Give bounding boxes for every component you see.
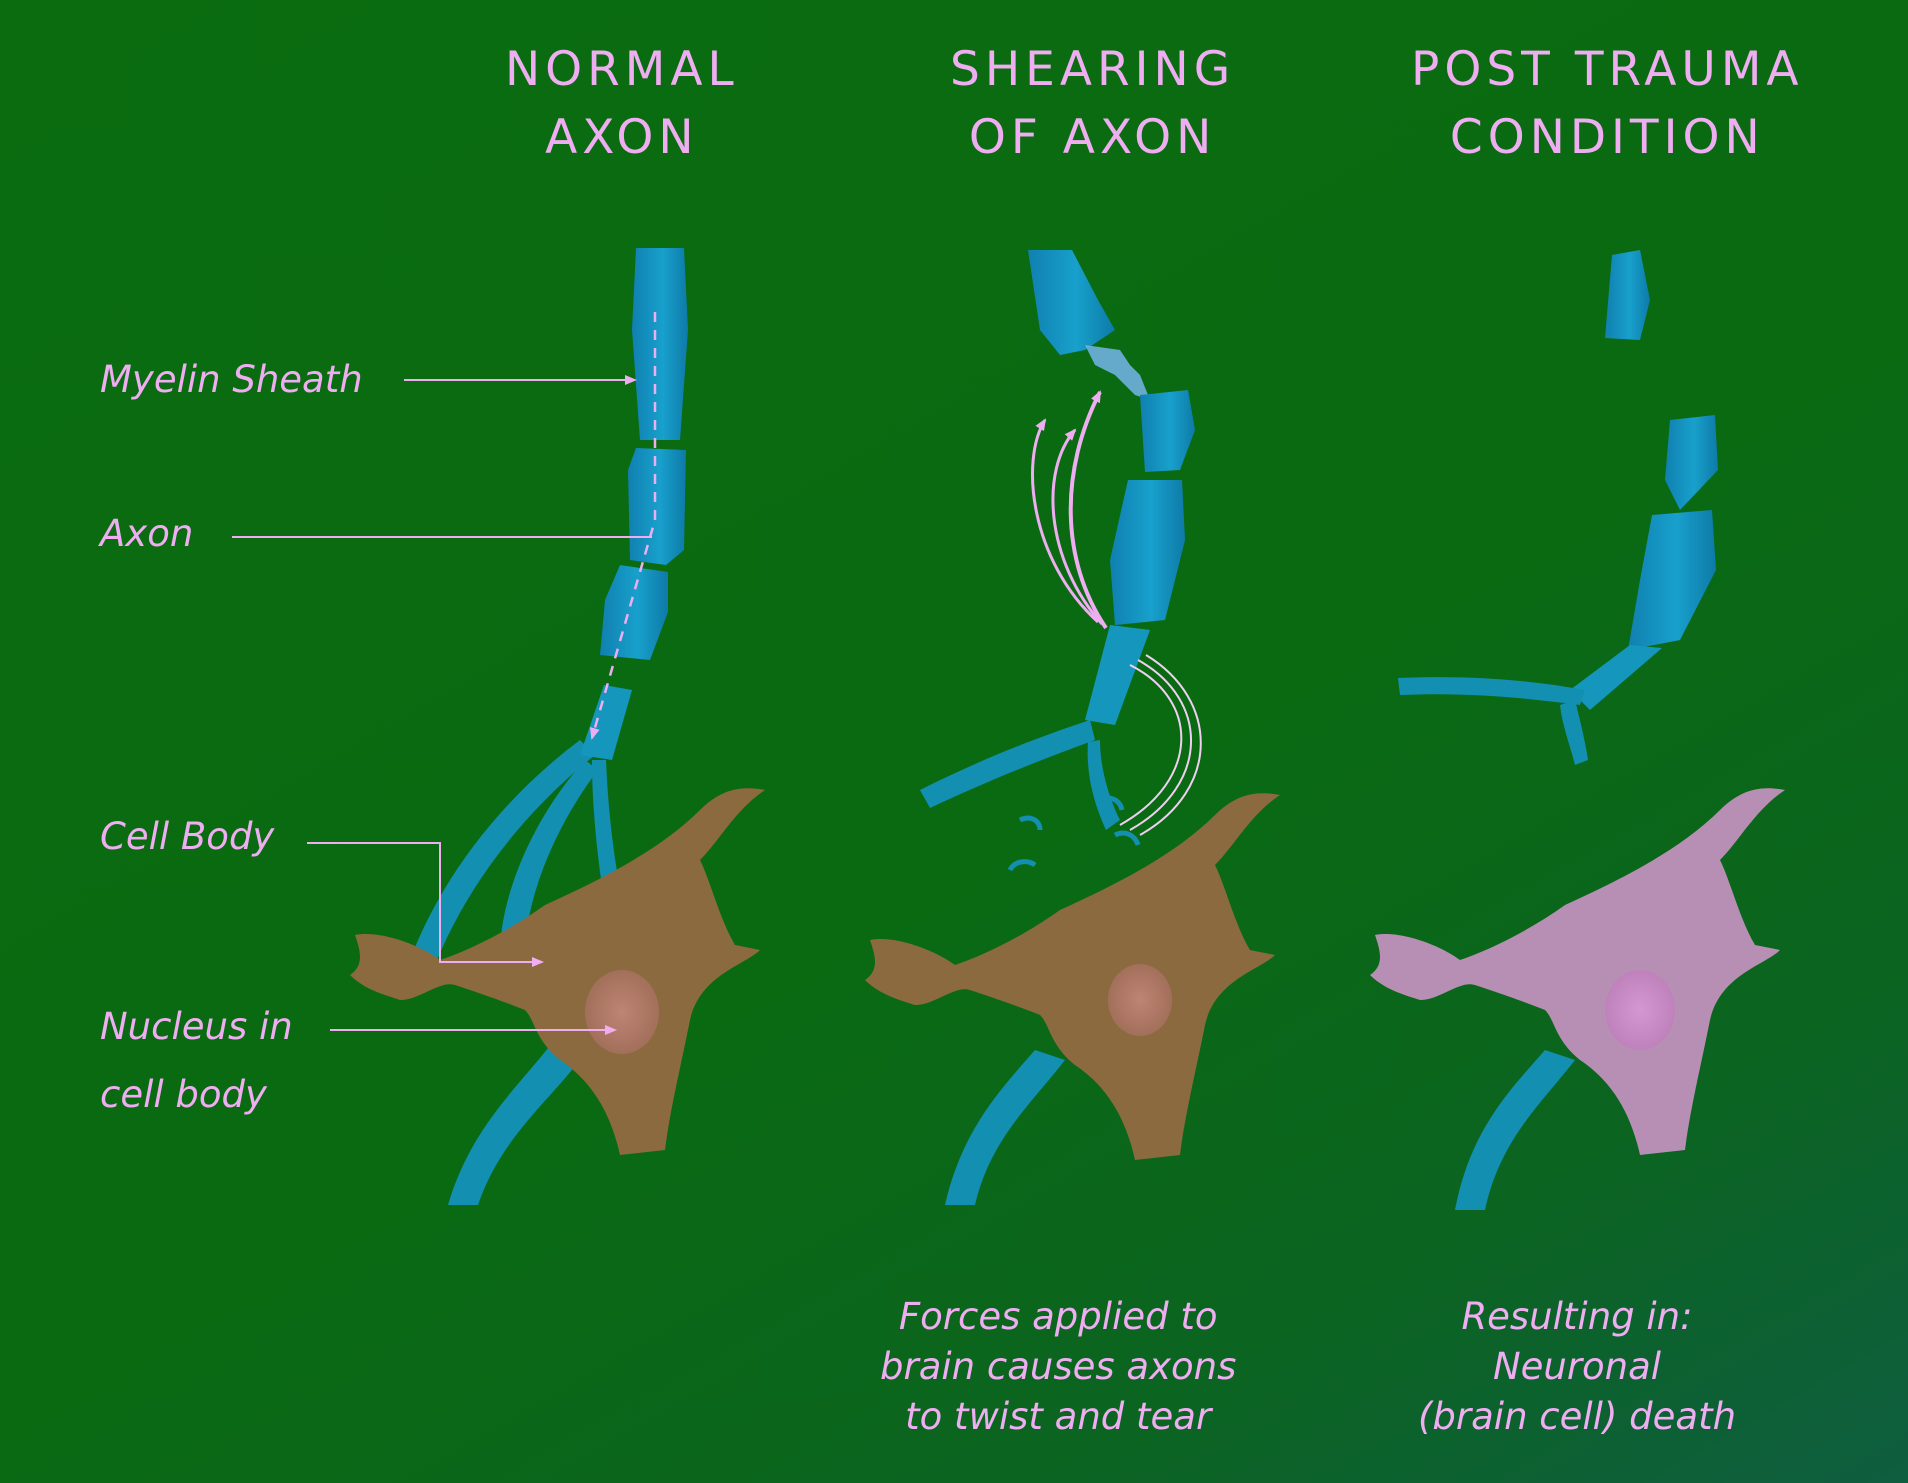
normal-myelin-segment-2 [628,448,686,565]
caption-line: Neuronal [1492,1345,1662,1388]
post-trauma-illustration [1370,250,1785,1210]
normal-axon-stem [580,685,632,760]
heading-line: POST TRAUMA [1411,42,1804,97]
force-arrow-3 [1068,390,1108,630]
normal-lower-process [448,1048,580,1205]
shearing-nucleus [1108,964,1172,1036]
shearing-lower-process [945,1050,1065,1205]
force-arrow-2 [1051,428,1104,625]
caption-line: to twist and tear [905,1395,1212,1438]
normal-nucleus [585,970,659,1054]
post-nucleus [1605,970,1675,1050]
force-swirl-1 [1119,664,1183,826]
post-myelin-middle [1665,415,1718,510]
shearing-myelin-middle [1140,390,1195,472]
shearing-myelin-upper [1028,250,1115,355]
heading-normal-axon: NORMAL AXON [505,36,739,172]
normal-axon-branch-right [592,760,622,900]
post-myelin-upper [1605,250,1650,340]
caption-line: brain causes axons [880,1345,1237,1388]
caption-line: Resulting in: [1461,1295,1693,1338]
label-line: cell body [100,1073,267,1116]
shearing-fragment-4 [1113,830,1141,846]
heading-line: OF AXON [968,110,1217,165]
normal-axon-branch-left [410,740,595,965]
normal-axon-branch-mid [500,760,598,945]
heading-line: CONDITION [1449,110,1765,165]
post-myelin-lower [1628,510,1716,650]
normal-myelin-segment-1 [632,248,688,440]
heading-post-trauma-condition: POST TRAUMA CONDITION [1411,36,1804,172]
heading-line: NORMAL [505,42,739,97]
post-lower-process [1455,1050,1575,1210]
shearing-tear-fibers [1085,345,1150,400]
shearing-fragment-1 [1018,815,1043,831]
force-arrow-1 [1031,418,1100,624]
shearing-fragment-2 [1007,859,1037,872]
heading-shearing-of-axon: SHEARING OF AXON [950,36,1235,172]
label-line: Nucleus in [100,1005,293,1048]
normal-signal-arrow [589,312,657,740]
post-dead-cell-body [1370,788,1785,1155]
caption-post-trauma: Resulting in: Neuronal (brain cell) deat… [1418,1292,1736,1442]
post-branch-right [1560,700,1588,765]
shearing-axon-illustration [865,250,1280,1205]
label-axon: Axon [100,512,194,555]
force-swirl-2 [1129,659,1192,831]
caption-line: Forces applied to [898,1295,1218,1338]
shearing-branch-right [1087,740,1120,830]
normal-axon-illustration [232,248,765,1205]
post-axon-stem [1570,645,1662,710]
shearing-myelin-lower [1110,480,1185,625]
caption-shearing: Forces applied to brain causes axons to … [880,1292,1236,1442]
post-branch-left [1398,677,1585,705]
label-nucleus: Nucleus in cell body [100,993,293,1129]
normal-cell-body [350,788,765,1155]
label-cell-body: Cell Body [100,815,275,858]
force-swirl-3 [1139,654,1202,836]
caption-line: (brain cell) death [1418,1395,1737,1438]
label-myelin-sheath: Myelin Sheath [100,358,363,401]
heading-line: AXON [545,110,699,165]
normal-myelin-segment-3 [600,565,668,660]
shearing-fragment-3 [1098,795,1125,811]
heading-line: SHEARING [950,42,1236,97]
cell-body-leader-line [307,842,544,967]
shearing-axon-stem [1085,625,1150,725]
shearing-branch-left [920,720,1095,808]
shearing-cell-body [865,793,1280,1160]
